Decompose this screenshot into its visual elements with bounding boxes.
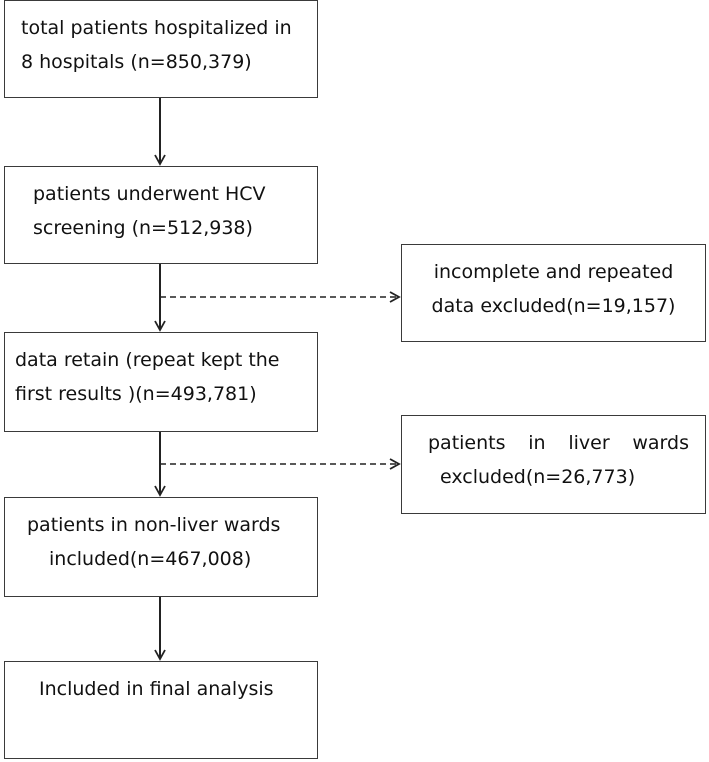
exclusion-liver-wards-box: patients in liver wards excluded(n=26,77… <box>401 415 706 514</box>
exclusion-liver-wards-line2: excluded(n=26,773) <box>440 466 636 488</box>
step-hcv-screening-line1: patients underwent HCV <box>33 183 266 205</box>
step-final-analysis-box: Included in final analysis <box>4 661 318 759</box>
step-hcv-screening-box: patients underwent HCV screening (n=512,… <box>4 166 318 264</box>
step-non-liver-wards-line1: patients in non-liver wards <box>27 514 281 536</box>
step-data-retain-line2: first results )(n=493,781) <box>15 383 257 405</box>
exclusion-incomplete-data-line1: incomplete and repeated <box>433 261 674 283</box>
exclusion-liver-wards-line1: patients in liver wards <box>428 432 689 454</box>
step-data-retain-box: data retain (repeat kept the first resul… <box>4 332 318 432</box>
step-data-retain-line1: data retain (repeat kept the <box>15 349 280 371</box>
step-total-patients-line1: total patients hospitalized in <box>21 17 292 39</box>
step-hcv-screening-line2: screening (n=512,938) <box>33 217 253 239</box>
step-final-analysis-line1: Included in final analysis <box>39 678 274 700</box>
step-non-liver-wards-box: patients in non-liver wards included(n=4… <box>4 497 318 597</box>
step-total-patients-line2: 8 hospitals (n=850,379) <box>21 51 252 73</box>
step-non-liver-wards-line2: included(n=467,008) <box>49 548 252 570</box>
exclusion-incomplete-data-line2: data excluded(n=19,157) <box>431 295 676 317</box>
step-total-patients-box: total patients hospitalized in 8 hospita… <box>4 0 318 98</box>
exclusion-incomplete-data-box: incomplete and repeated data excluded(n=… <box>401 244 706 342</box>
